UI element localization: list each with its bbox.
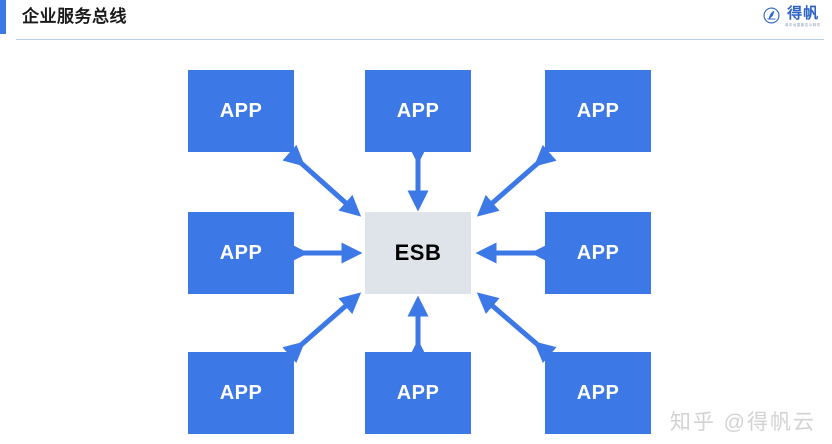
brand-logo: 得帆 用中台重新定义软件	[763, 6, 822, 28]
connector-app-bottom-right	[476, 292, 557, 364]
logo-wordmark: 得帆	[787, 5, 820, 22]
node-app-bottom-right[interactable]: APP	[545, 352, 651, 434]
connector-arrow-layer	[282, 143, 557, 364]
connector-app-bottom-left	[282, 292, 362, 364]
title-accent-bar	[0, 0, 6, 34]
page-title: 企业服务总线	[22, 7, 127, 26]
node-app-middle-left[interactable]: APP	[188, 212, 294, 294]
node-app-top-left[interactable]: APP	[188, 70, 294, 152]
header-divider	[16, 39, 824, 40]
logo-subtitle: 用中台重新定义软件	[785, 23, 822, 27]
sail-circle-logo-icon	[763, 7, 780, 24]
node-app-top-right[interactable]: APP	[545, 70, 651, 152]
connector-app-top-right	[476, 144, 557, 217]
node-esb-center[interactable]: ESB	[365, 212, 471, 294]
node-app-middle-right[interactable]: APP	[545, 212, 651, 294]
connector-app-top-left	[282, 144, 362, 217]
node-app-top-center[interactable]: APP	[365, 70, 471, 152]
node-app-bottom-left[interactable]: APP	[188, 352, 294, 434]
esb-diagram: APP APP APP APP ESB APP APP APP APP	[0, 40, 832, 444]
watermark: 知乎 @得帆云	[669, 411, 816, 434]
page-header: 企业服务总线 得帆 用中台重新定义软件	[0, 0, 832, 40]
node-app-bottom-center[interactable]: APP	[365, 352, 471, 434]
